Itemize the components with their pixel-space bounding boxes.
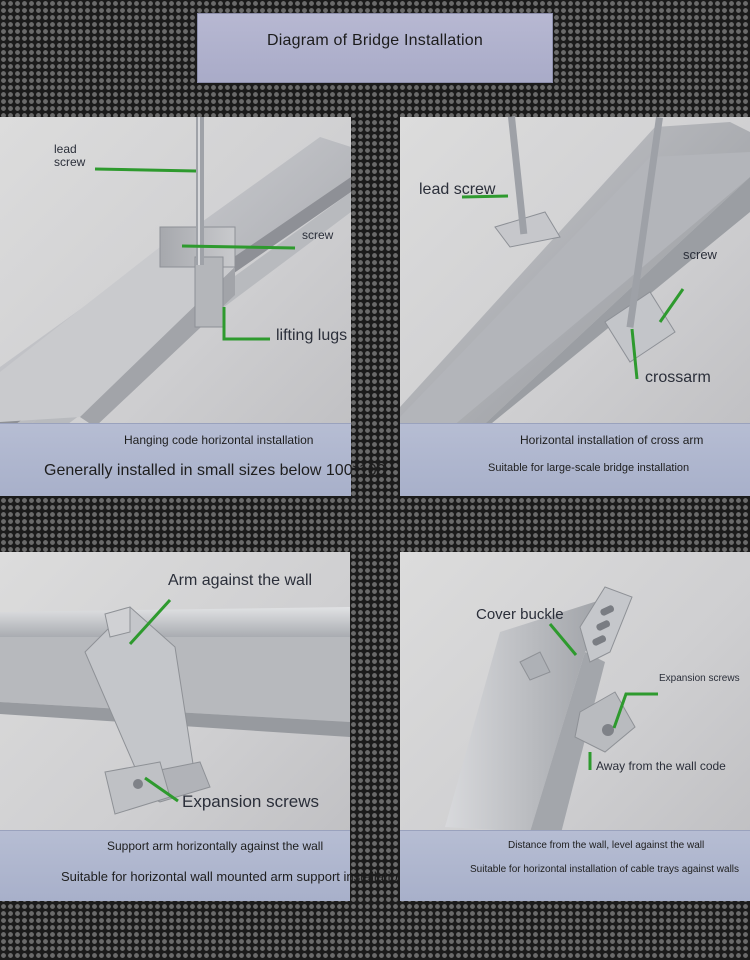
panel-cross-arm-installation: lead screw screw crossarm Horizontal ins… [400,116,750,496]
caption-panel-3: Support arm horizontally against the wal… [0,830,405,901]
caption-line-2: Suitable for horizontal installation of … [470,864,740,875]
label-expansion-screws: Expansion screws [182,792,320,811]
panel-away-from-wall-installation: Cover buckle Expansion screws Away from … [400,552,750,901]
caption-line-1: Hanging code horizontal installation [124,433,314,447]
label-away-from-wall-code: Away from the wall code [596,759,726,773]
page-title: Diagram of Bridge Installation [267,32,483,49]
caption-line-1: Distance from the wall, level against th… [508,840,705,851]
tray-photo-hanging [0,117,351,475]
panel-hanging-installation: lead screw screw lifting lugs Hanging co… [0,117,386,496]
caption-line-1: Support arm horizontally against the wal… [107,839,324,853]
label-crossarm: crossarm [645,369,711,386]
tray-photo-wall-arm [0,606,350,815]
label-arm-against-wall: Arm against the wall [168,572,313,589]
caption-line-1: Horizontal installation of cross arm [520,433,704,447]
label-lead-screw: lead screw [54,142,86,170]
caption-line-2: Generally installed in small sizes below… [44,462,386,479]
label-lead-screw: lead screw [419,181,496,198]
label-screw: screw [302,228,334,242]
caption-line-2: Suitable for horizontal wall mounted arm… [61,869,405,884]
title-banner: Diagram of Bridge Installation [197,13,553,83]
label-cover-buckle: Cover buckle [476,606,564,623]
label-lifting-lugs: lifting lugs [276,327,348,344]
caption-line-2: Suitable for large-scale bridge installa… [488,462,690,474]
caption-panel-4: Distance from the wall, level against th… [400,830,750,901]
label-expansion-screws: Expansion screws [659,673,740,684]
panel-wall-arm-installation: Arm against the wall Expansion screws Su… [0,552,405,901]
caption-panel-2: Horizontal installation of cross arm Sui… [400,423,750,496]
label-screw: screw [683,247,717,262]
caption-panel-1: Hanging code horizontal installation Gen… [0,423,386,496]
